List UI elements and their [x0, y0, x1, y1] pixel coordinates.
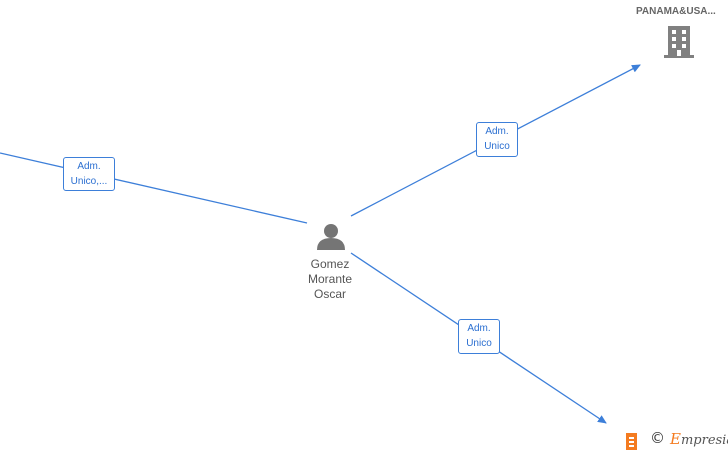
person-name[interactable]: Gomez Morante Oscar — [290, 257, 370, 302]
edge-left — [0, 152, 308, 224]
edge-label-left-line1: Adm. — [77, 161, 101, 172]
edge-label-left-line2: Unico,... — [70, 176, 108, 187]
person-name-line2: Morante — [307, 272, 353, 286]
company-name[interactable]: PANAMA&USA... — [636, 6, 716, 17]
person-name-line3: Oscar — [313, 287, 346, 301]
edge-label-top-right-line1: Adm. — [485, 126, 509, 137]
edge-label-top-right[interactable]: Adm. Unico — [476, 122, 518, 157]
edge-label-bottom-right-line2: Unico — [466, 338, 492, 349]
empresia-logo-icon — [626, 433, 637, 450]
person-icon[interactable] — [317, 224, 345, 250]
edge-label-left[interactable]: Adm. Unico,... — [63, 157, 115, 191]
edge-label-bottom-right[interactable]: Adm. Unico — [458, 319, 500, 354]
brand-rest: mpresia — [680, 433, 728, 448]
person-name-line1: Gomez — [310, 257, 350, 271]
brand-initial: E — [670, 430, 681, 448]
copyright-symbol: © — [650, 429, 665, 447]
brand-name[interactable]: Empresia — [670, 430, 728, 448]
edge-label-bottom-right-line1: Adm. — [467, 323, 491, 334]
building-icon[interactable] — [664, 26, 694, 58]
edge-label-top-right-line2: Unico — [484, 141, 510, 152]
